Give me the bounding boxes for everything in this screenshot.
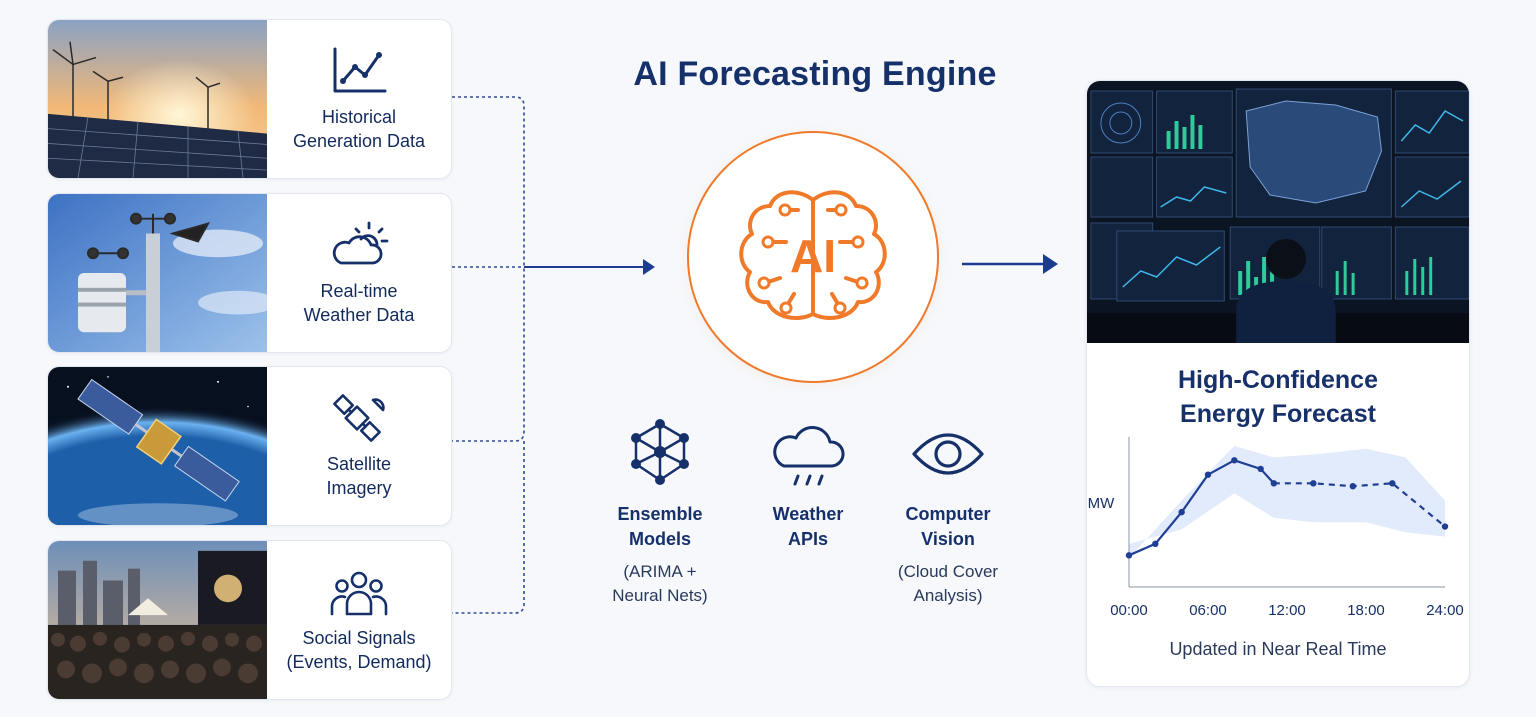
data-point xyxy=(1178,508,1185,516)
engine-title: AI Forecasting Engine xyxy=(633,55,997,93)
y-axis-label: MW xyxy=(1088,495,1115,512)
data-point xyxy=(1441,523,1449,530)
eye-icon xyxy=(912,433,984,475)
weather-station-photo xyxy=(48,194,267,352)
network-graph-icon xyxy=(631,419,689,485)
forecast-title-line2: Energy Forecast xyxy=(1180,400,1376,428)
method-heading-line2: Vision xyxy=(921,529,975,549)
rain-cloud-icon xyxy=(773,426,845,486)
method-sub-line2: Analysis) xyxy=(913,586,983,605)
x-tick-label: 12:00 xyxy=(1268,602,1306,619)
input-card-historical: Historical Generation Data xyxy=(47,19,452,179)
people-icon xyxy=(330,571,388,616)
input-label-line2: Imagery xyxy=(326,478,392,498)
control-room-photo xyxy=(1087,81,1469,343)
x-tick-label: 24:00 xyxy=(1426,602,1464,619)
method-sub-line1: (Cloud Cover xyxy=(897,562,999,581)
crowd-event-photo xyxy=(48,541,267,699)
x-tick-label: 18:00 xyxy=(1347,602,1385,619)
input-label-line2: (Events, Demand) xyxy=(286,652,432,672)
input-card-satellite: Satellite Imagery xyxy=(47,366,452,526)
forecast-chart: MW 00:00 06:00 12:00 18:00 24:00 xyxy=(1088,437,1464,619)
x-tick-label: 00:00 xyxy=(1110,602,1148,619)
data-point xyxy=(1125,552,1133,559)
input-label-line2: Weather Data xyxy=(303,305,415,325)
x-tick-label: 06:00 xyxy=(1189,602,1227,619)
method-heading-line2: APIs xyxy=(787,529,829,549)
data-point xyxy=(1270,480,1278,487)
method-computer-vision: Computer Vision (Cloud Cover Analysis) xyxy=(868,418,1028,608)
input-label-line1: Social Signals xyxy=(302,628,416,648)
data-point xyxy=(1349,483,1357,490)
input-card-weather: Real-time Weather Data xyxy=(47,193,452,353)
method-sub-line2: Neural Nets) xyxy=(612,586,708,605)
input-label-line1: Satellite xyxy=(326,454,392,474)
input-card-social: Social Signals (Events, Demand) xyxy=(47,540,452,700)
method-ensemble-models: Ensemble Models (ARIMA + Neural Nets) xyxy=(580,418,740,608)
data-point xyxy=(1152,540,1159,547)
forecast-output-card: High-Confidence Energy Forecast MW 00:00 0… xyxy=(1086,80,1470,687)
ai-engine-core: AI xyxy=(687,131,939,383)
forecast-footer: Updated in Near Real Time xyxy=(1169,639,1387,659)
ai-brain-icon: AI xyxy=(739,190,887,320)
data-point xyxy=(1310,480,1317,487)
ai-text: AI xyxy=(790,230,836,282)
satellite-orbit-photo xyxy=(48,367,267,525)
forecast-title-line1: High-Confidence xyxy=(1178,366,1378,394)
confidence-band xyxy=(1129,445,1445,559)
satellite-icon xyxy=(333,394,385,442)
method-heading-line2: Models xyxy=(628,529,691,549)
forecast-title: High-Confidence Energy Forecast xyxy=(1087,363,1469,431)
sun-cloud-icon xyxy=(332,221,389,265)
input-label-line1: Real-time xyxy=(320,281,398,301)
line-chart-icon xyxy=(333,47,387,93)
data-point xyxy=(1204,471,1212,478)
method-sub-line1: (ARIMA + xyxy=(623,562,697,581)
method-weather-apis: Weather APIs xyxy=(728,418,888,552)
solar-wind-farm-photo xyxy=(48,20,267,178)
data-point xyxy=(1231,457,1238,464)
input-label-line1: Historical xyxy=(321,107,396,127)
method-heading-line1: Ensemble xyxy=(617,504,703,524)
data-point xyxy=(1257,465,1264,473)
method-heading-line1: Weather xyxy=(772,504,844,524)
input-label-line2: Generation Data xyxy=(292,131,426,151)
method-heading-line1: Computer xyxy=(905,504,991,524)
data-point xyxy=(1389,480,1396,487)
